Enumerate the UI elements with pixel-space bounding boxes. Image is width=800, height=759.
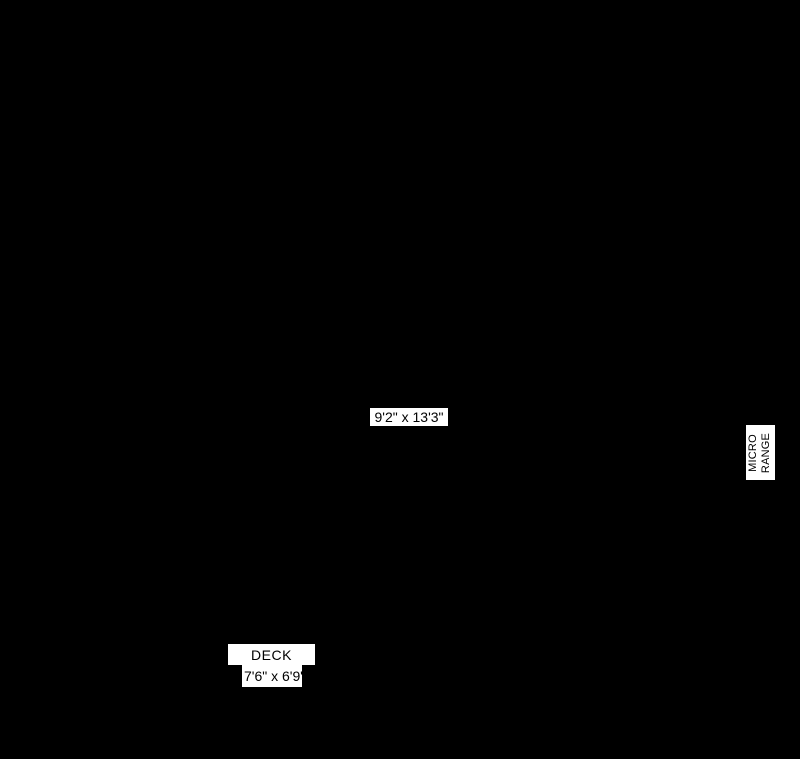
deck-dimension-label: 7'6" x 6'9" [242,665,302,687]
room-dimension-label: 9'2" x 13'3" [370,408,448,426]
micro-range-rotated-text: MICRO RANGE [748,432,774,472]
deck-name-text: DECK [251,646,292,663]
micro-text-line: MICRO [747,433,760,472]
room-dimension-text: 9'2" x 13'3" [374,409,444,425]
micro-range-label: MICRO RANGE [746,425,775,480]
range-text-line: RANGE [760,432,773,473]
deck-name-label: DECK [228,644,315,665]
deck-dimension-text: 7'6" x 6'9" [244,668,302,684]
